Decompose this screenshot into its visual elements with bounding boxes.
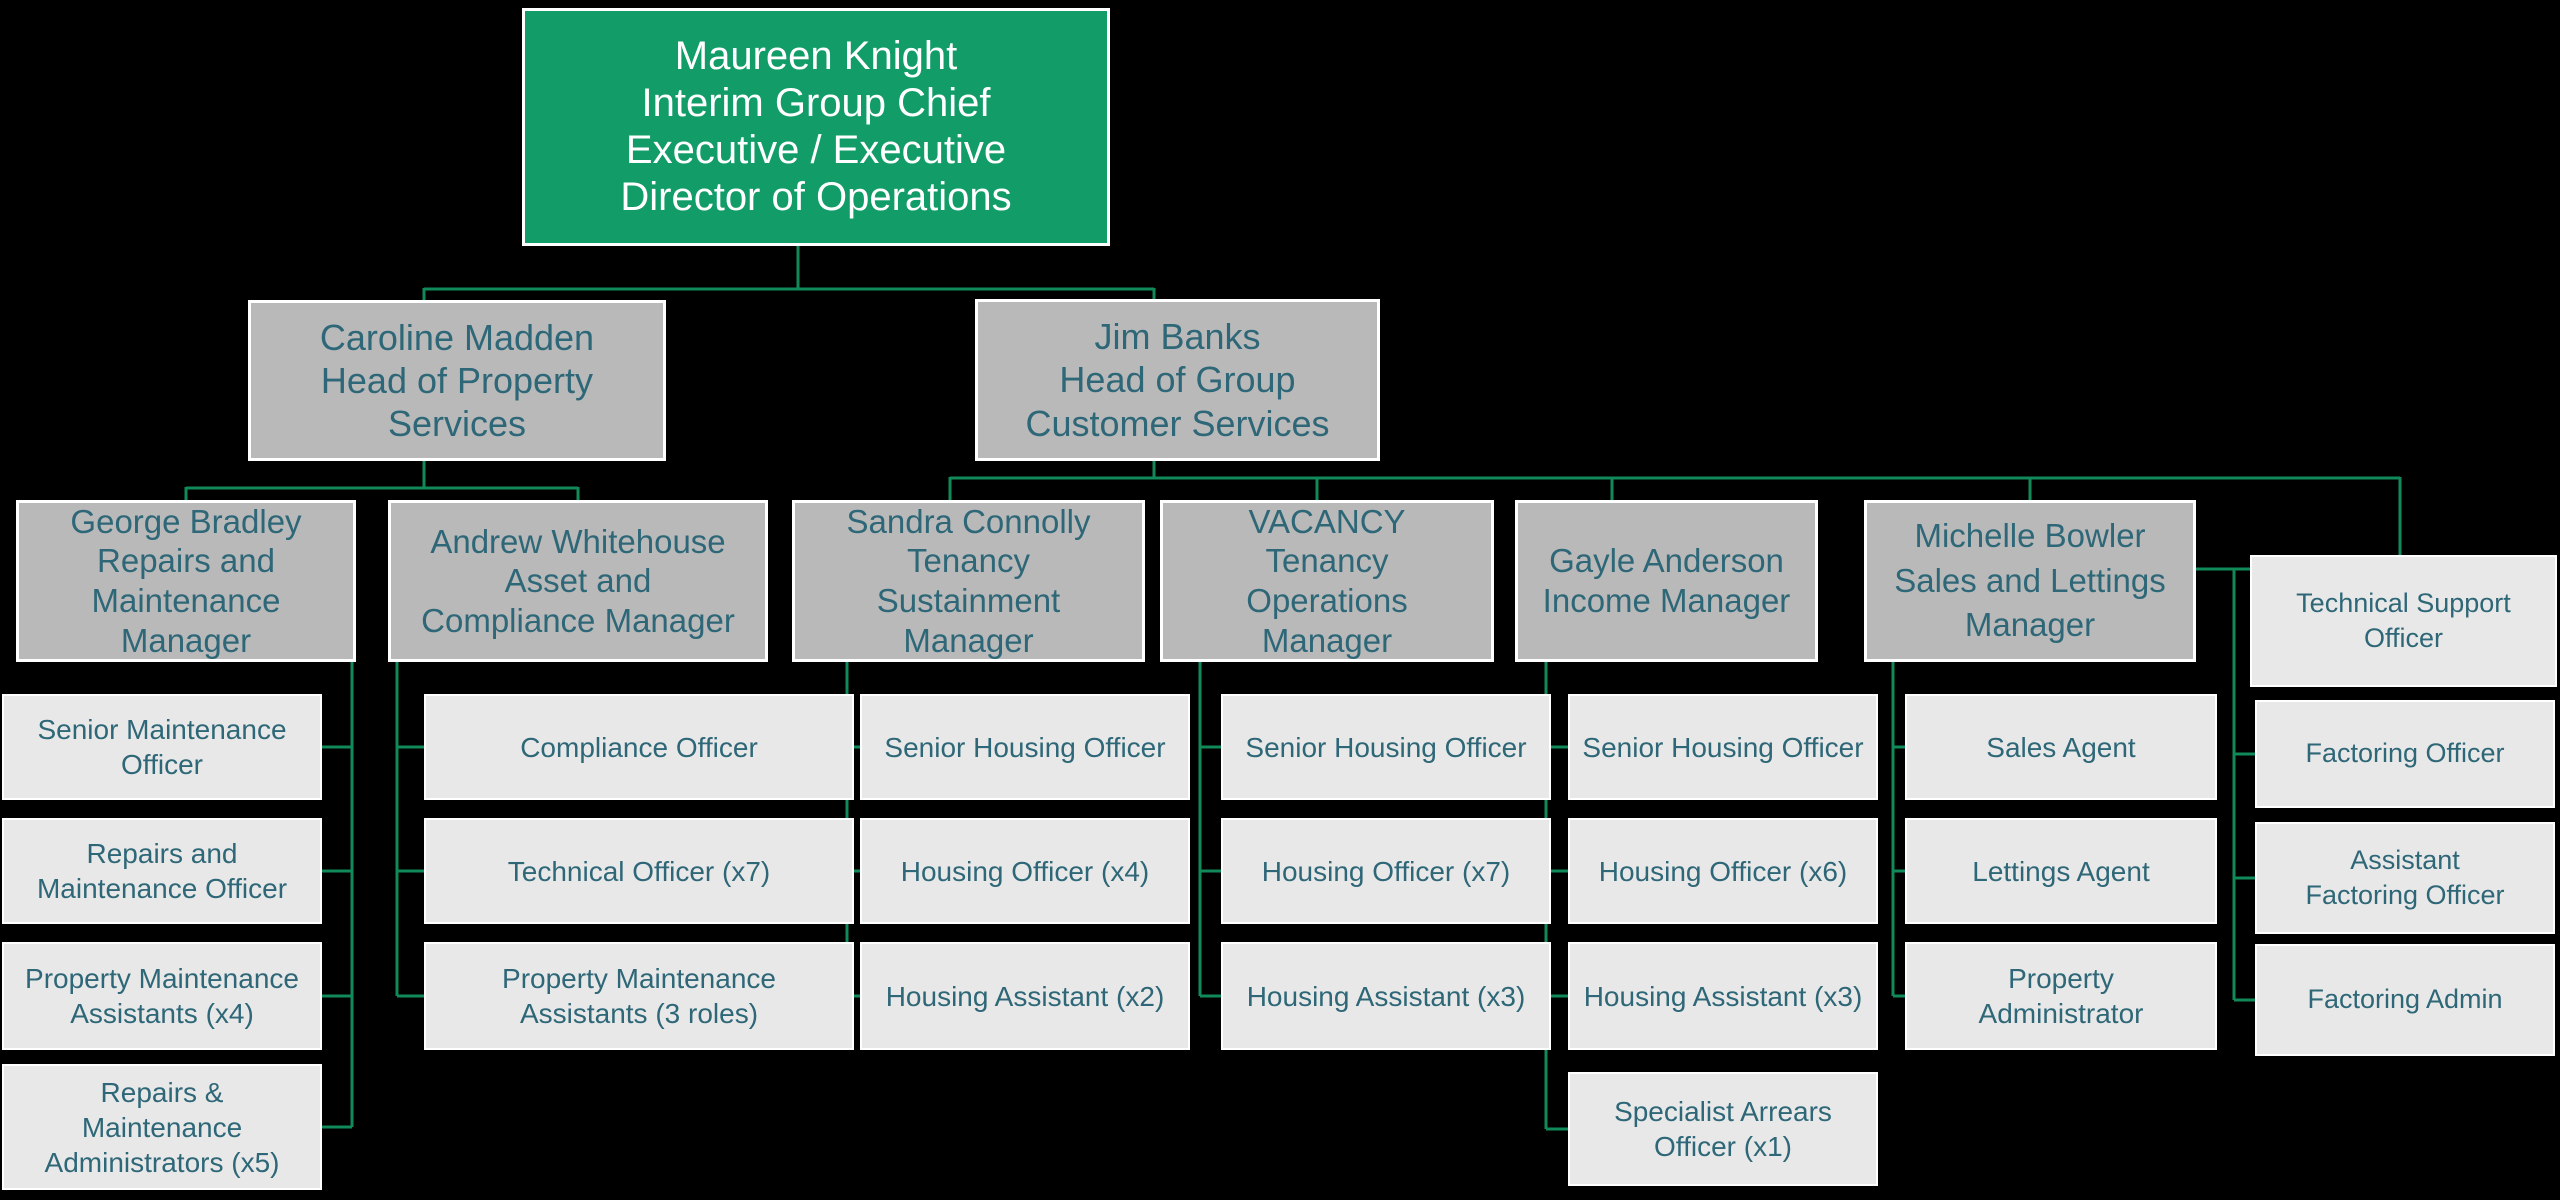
- node-housing-officer-x4: Housing Officer (x4): [860, 818, 1190, 924]
- node-property-maintenance-assistants-x4: Property Maintenance Assistants (x4): [2, 942, 322, 1050]
- node-housing-officer-x6: Housing Officer (x6): [1568, 818, 1878, 924]
- node-housing-assistant-x3-income: Housing Assistant (x3): [1568, 942, 1878, 1050]
- node-sandra-connolly-tenancy-sustainment-manager: Sandra Connolly Tenancy Sustainment Mana…: [792, 500, 1145, 662]
- node-compliance-officer: Compliance Officer: [424, 694, 854, 800]
- node-senior-maintenance-officer: Senior Maintenance Officer: [2, 694, 322, 800]
- node-andrew-whitehouse-asset-compliance-manager: Andrew Whitehouse Asset and Compliance M…: [388, 500, 768, 662]
- node-sales-agent: Sales Agent: [1905, 694, 2217, 800]
- node-senior-housing-officer-sustainment: Senior Housing Officer: [860, 694, 1190, 800]
- node-gayle-anderson-income-manager: Gayle Anderson Income Manager: [1515, 500, 1818, 662]
- node-caroline-madden-head-property-services: Caroline Madden Head of Property Service…: [248, 300, 666, 461]
- node-george-bradley-repairs-maintenance-manager: George Bradley Repairs and Maintenance M…: [16, 500, 356, 662]
- node-technical-support-officer: Technical Support Officer: [2250, 555, 2557, 687]
- node-specialist-arrears-officer-x1: Specialist Arrears Officer (x1): [1568, 1072, 1878, 1186]
- node-property-administrator: Property Administrator: [1905, 942, 2217, 1050]
- node-housing-assistant-x3-operations: Housing Assistant (x3): [1221, 942, 1551, 1050]
- node-repairs-maintenance-administrators-x5: Repairs & Maintenance Administrators (x5…: [2, 1064, 322, 1190]
- node-lettings-agent: Lettings Agent: [1905, 818, 2217, 924]
- node-michelle-bowler-sales-lettings-manager: Michelle Bowler Sales and Lettings Manag…: [1864, 500, 2196, 662]
- node-maureen-knight-chief-executive: Maureen Knight Interim Group Chief Execu…: [522, 8, 1110, 246]
- node-housing-assistant-x2: Housing Assistant (x2): [860, 942, 1190, 1050]
- node-jim-banks-head-group-customer-services: Jim Banks Head of Group Customer Service…: [975, 299, 1380, 461]
- node-property-maintenance-assistants-3-roles: Property Maintenance Assistants (3 roles…: [424, 942, 854, 1050]
- node-factoring-officer: Factoring Officer: [2255, 700, 2555, 808]
- node-repairs-and-maintenance-officer: Repairs and Maintenance Officer: [2, 818, 322, 924]
- node-senior-housing-officer-income: Senior Housing Officer: [1568, 694, 1878, 800]
- node-assistant-factoring-officer: Assistant Factoring Officer: [2255, 822, 2555, 934]
- node-housing-officer-x7: Housing Officer (x7): [1221, 818, 1551, 924]
- node-technical-officer-x7: Technical Officer (x7): [424, 818, 854, 924]
- node-factoring-admin: Factoring Admin: [2255, 944, 2555, 1056]
- node-vacancy-tenancy-operations-manager: VACANCY Tenancy Operations Manager: [1160, 500, 1494, 662]
- node-senior-housing-officer-operations: Senior Housing Officer: [1221, 694, 1551, 800]
